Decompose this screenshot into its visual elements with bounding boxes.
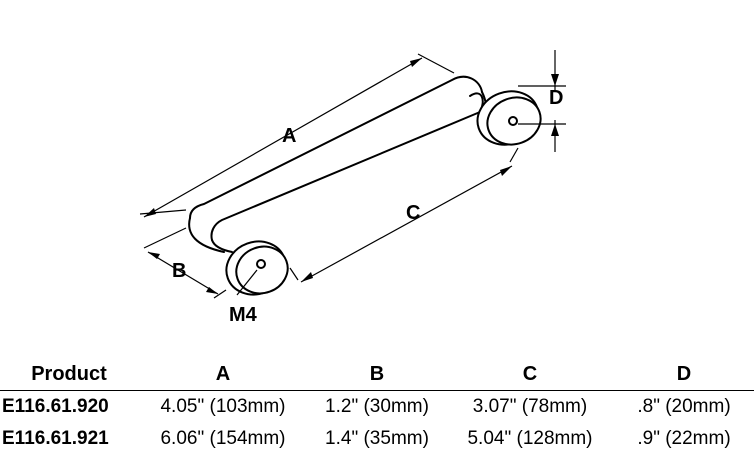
product-code: E116.61.921 — [2, 428, 109, 449]
left-screw-hole — [256, 259, 266, 269]
dimension-label-d: D — [549, 87, 563, 109]
column-header-d: D — [676, 362, 692, 385]
dimension-d-value: .8" (20mm) — [637, 396, 731, 417]
handle-dimension-drawing: A B C D M4 — [139, 50, 566, 326]
table-row: E116.61.921 6.06" (154mm) 1.4" (35mm) 5.… — [0, 423, 754, 455]
dimension-b-value: 1.4" (35mm) — [325, 428, 429, 449]
column-header-a: A — [215, 362, 231, 385]
product-code: E116.61.920 — [2, 396, 109, 417]
dimension-c-value: 3.07" (78mm) — [472, 396, 588, 417]
dimension-label-c: C — [406, 202, 420, 224]
dimension-label-a: A — [282, 125, 296, 147]
specification-table: Product A B C D E116.61.920 4.05" (103mm… — [0, 358, 754, 455]
left-mount-base — [225, 240, 289, 296]
dimension-d-value: .9" (22mm) — [637, 428, 731, 449]
thread-size-label: M4 — [229, 304, 258, 326]
table-row: E116.61.920 4.05" (103mm) 1.2" (30mm) 3.… — [0, 391, 754, 424]
dimension-b-value: 1.2" (30mm) — [325, 396, 429, 417]
dimension-a-value: 4.05" (103mm) — [160, 396, 286, 417]
right-mount-base — [476, 90, 542, 146]
column-header-b: B — [369, 362, 385, 385]
dimension-c-value: 5.04" (128mm) — [467, 428, 593, 449]
column-header-c: C — [522, 362, 538, 385]
right-screw-hole — [508, 116, 518, 126]
dimension-label-b: B — [172, 260, 186, 282]
column-header-product: Product — [31, 362, 107, 385]
table-header-row: Product A B C D — [0, 358, 754, 391]
dimension-arrowheads — [144, 58, 559, 294]
dimension-a-value: 6.06" (154mm) — [160, 428, 286, 449]
handle-outline — [188, 75, 488, 253]
